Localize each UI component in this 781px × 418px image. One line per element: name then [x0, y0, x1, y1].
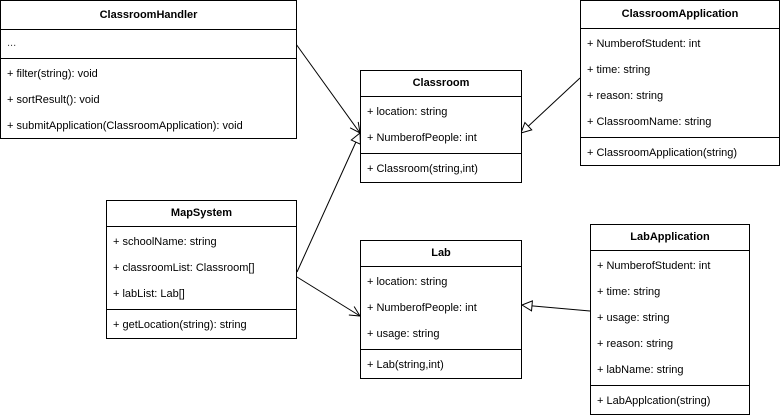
attribute-row: + labName: string — [597, 363, 684, 376]
class-title: ClassroomHandler — [1, 1, 296, 30]
class-classroomapplication[interactable]: ClassroomApplication + NumberofStudent: … — [580, 0, 780, 166]
attribute-row: + usage: string — [367, 327, 440, 340]
class-title: ClassroomApplication — [581, 1, 779, 29]
class-title: LabApplication — [591, 225, 749, 251]
operations-section: + ClassroomApplication(string) — [581, 138, 779, 168]
attribute-row: + NumberofStudent: int — [597, 259, 711, 272]
attribute-row: ... — [7, 36, 17, 49]
operation-row: + filter(string): void — [7, 67, 98, 80]
class-classroom[interactable]: Classroom + location: string + NumberofP… — [360, 70, 522, 183]
class-title: Lab — [361, 241, 521, 267]
operations-section: + Lab(string,int) — [361, 350, 521, 380]
attribute-row: + time: string — [587, 63, 651, 76]
operation-row: + getLocation(string): string — [113, 318, 247, 331]
class-mapsystem[interactable]: MapSystem + schoolName: string + classro… — [106, 200, 297, 339]
attribute-row: + reason: string — [587, 89, 664, 102]
operation-row: + Lab(string,int) — [367, 358, 444, 371]
attribute-row: + usage: string — [597, 311, 670, 324]
class-classroomhandler[interactable]: ClassroomHandler ... + filter(string): v… — [0, 0, 297, 139]
attributes-section: + location: string + NumberofPeople: int… — [361, 267, 521, 350]
operations-section: + filter(string): void + sortResult(): v… — [1, 59, 296, 141]
attribute-row: + reason: string — [597, 337, 674, 350]
attribute-row: + labList: Lab[] — [113, 287, 185, 300]
attribute-row: + NumberofStudent: int — [587, 37, 701, 50]
attributes-section: ... — [1, 30, 296, 59]
operation-row: + Classroom(string,int) — [367, 162, 478, 175]
edge-classroomhandler-classroom — [295, 43, 360, 133]
class-title: MapSystem — [107, 201, 296, 227]
operations-section: + getLocation(string): string — [107, 310, 296, 340]
class-labapplication[interactable]: LabApplication + NumberofStudent: int + … — [590, 224, 750, 415]
attributes-section: + location: string + NumberofPeople: int — [361, 97, 521, 154]
operation-row: + LabApplcation(string) — [597, 394, 711, 407]
attributes-section: + schoolName: string + classroomList: Cl… — [107, 227, 296, 310]
attributes-section: + NumberofStudent: int + time: string + … — [591, 251, 749, 386]
operation-row: + sortResult(): void — [7, 93, 100, 106]
class-lab[interactable]: Lab + location: string + NumberofPeople:… — [360, 240, 522, 379]
edge-labapplication-lab — [522, 305, 591, 311]
attribute-row: + schoolName: string — [113, 235, 217, 248]
operations-section: + LabApplcation(string) — [591, 386, 749, 416]
edge-mapsystem-classroom — [296, 133, 360, 273]
attributes-section: + NumberofStudent: int + time: string + … — [581, 29, 779, 138]
attribute-row: + location: string — [367, 105, 448, 118]
operations-section: + Classroom(string,int) — [361, 154, 521, 184]
attribute-row: + ClassroomName: string — [587, 115, 712, 128]
operation-row: + submitApplication(ClassroomApplication… — [7, 119, 243, 132]
attribute-row: + time: string — [597, 285, 661, 298]
attribute-row: + classroomList: Classroom[] — [113, 261, 255, 274]
attribute-row: + location: string — [367, 275, 448, 288]
attribute-row: + NumberofPeople: int — [367, 131, 477, 144]
edge-classroomapplication-classroom — [521, 77, 581, 133]
class-title: Classroom — [361, 71, 521, 97]
operation-row: + ClassroomApplication(string) — [587, 146, 738, 159]
edge-mapsystem-lab — [296, 276, 360, 316]
attribute-row: + NumberofPeople: int — [367, 301, 477, 314]
